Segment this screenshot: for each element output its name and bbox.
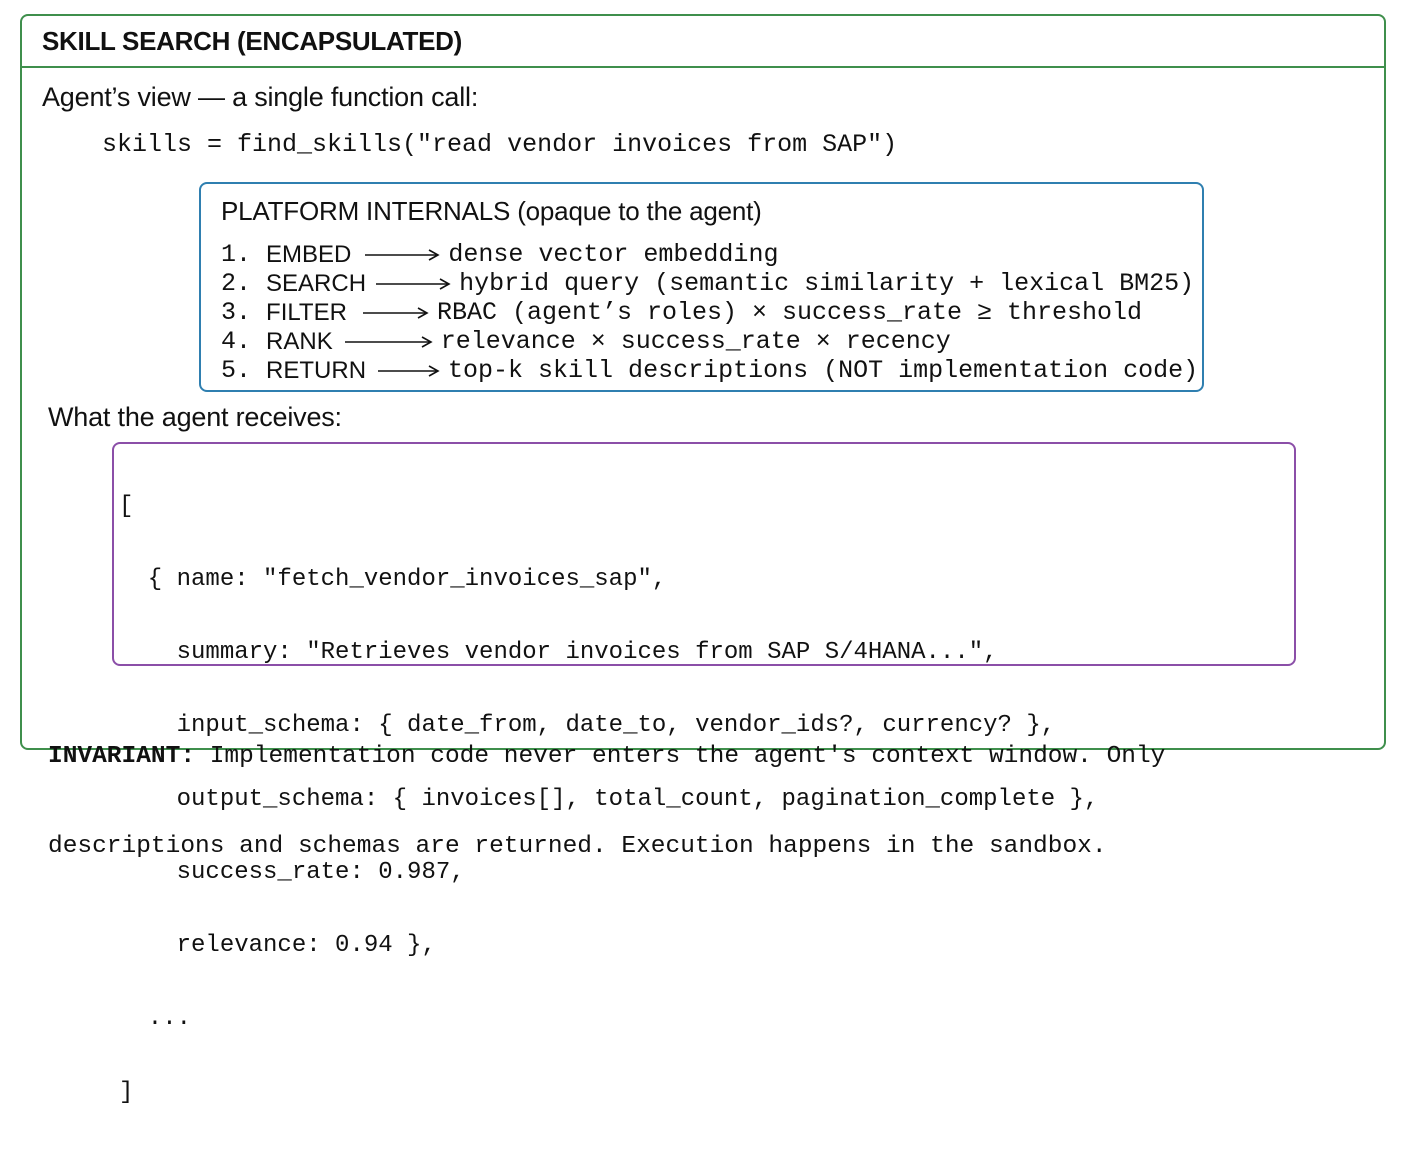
right-arrow-icon [365, 248, 441, 262]
pipeline-step-filter: 3. FILTER RBAC (agent’s roles) × success… [221, 298, 1198, 327]
skill-search-panel: SKILL SEARCH (ENCAPSULATED) Agent’s view… [20, 14, 1386, 1104]
step-number: 3. [221, 298, 252, 327]
step-description: top-k skill descriptions (NOT implementa… [448, 356, 1199, 385]
step-description: relevance × success_rate × recency [440, 327, 951, 356]
step-name: SEARCH [266, 269, 367, 297]
right-arrow-icon [344, 335, 433, 349]
code-line: ] [119, 1078, 134, 1106]
pipeline-step-return: 5. RETURN top-k skill descriptions (NOT … [221, 356, 1198, 385]
platform-internals-title: PLATFORM INTERNALS (opaque to the agent) [221, 196, 762, 226]
step-number: 5. [221, 356, 252, 385]
code-line: [ [119, 492, 134, 520]
platform-internals-box: PLATFORM INTERNALS (opaque to the agent)… [199, 182, 1204, 392]
pipeline-step-rank: 4. RANK relevance × success_rate × recen… [221, 327, 1198, 356]
step-name: EMBED [266, 240, 352, 268]
invariant-text-line1: Implementation code never enters the age… [195, 743, 1166, 770]
invariant-note: INVARIANT: Implementation code never ent… [48, 682, 1165, 922]
right-arrow-icon [376, 277, 451, 291]
agent-receives-label: What the agent receives: [48, 402, 342, 432]
code-line: summary: "Retrieves vendor invoices from… [119, 639, 998, 667]
function-call-code: skills = find_skills("read vendor invoic… [102, 130, 898, 159]
step-name: RANK [266, 327, 333, 355]
step-name: FILTER [266, 298, 347, 326]
step-name: RETURN [266, 356, 367, 384]
invariant-text-line2: descriptions and schemas are returned. E… [48, 833, 1107, 860]
invariant-label: INVARIANT: [48, 743, 196, 770]
step-description: dense vector embedding [448, 240, 779, 269]
panel-title: SKILL SEARCH (ENCAPSULATED) [42, 26, 462, 56]
code-line: ... [119, 1005, 192, 1033]
right-arrow-icon [362, 306, 429, 320]
step-description: RBAC (agent’s roles) × success_rate ≥ th… [436, 298, 1143, 327]
step-description: hybrid query (semantic similarity + lexi… [459, 269, 1195, 298]
agent-receives-box: [ { name: "fetch_vendor_invoices_sap", s… [112, 442, 1296, 1104]
step-number: 2. [221, 269, 252, 298]
step-number: 4. [221, 327, 252, 356]
pipeline-steps: 1. EMBED dense vector embedding 2. SEARC… [221, 240, 1198, 385]
pipeline-step-embed: 1. EMBED dense vector embedding [221, 240, 1198, 269]
code-line: relevance: 0.94 }, [119, 932, 436, 960]
code-line: input_schema: { date_from, date_to, vend… [119, 712, 1056, 740]
code-line: { name: "fetch_vendor_invoices_sap", [119, 566, 667, 594]
pipeline-step-search: 2. SEARCH hybrid query (semantic similar… [221, 269, 1198, 298]
panel-header: SKILL SEARCH (ENCAPSULATED) [22, 16, 1384, 68]
right-arrow-icon [378, 364, 440, 378]
step-number: 1. [221, 240, 252, 269]
agent-view-label: Agent’s view — a single function call: [42, 82, 479, 112]
